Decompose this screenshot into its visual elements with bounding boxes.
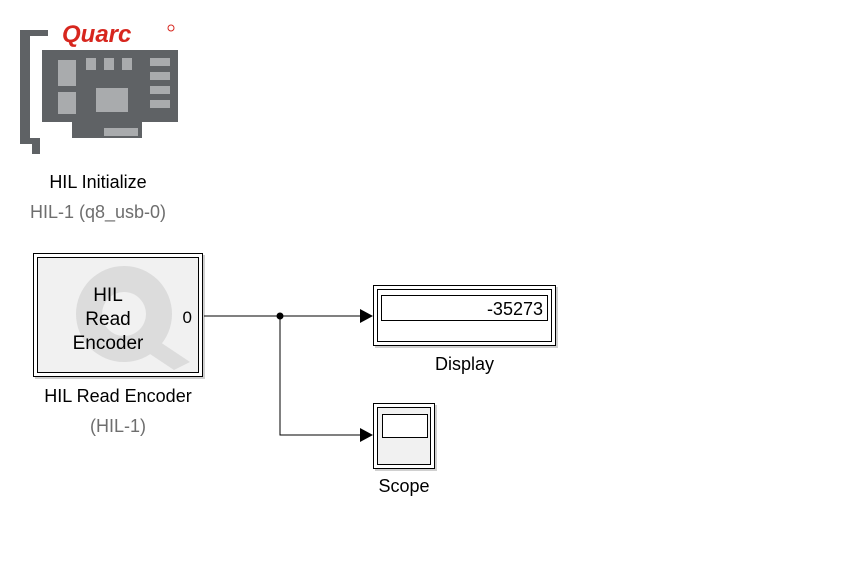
hil-initialize-title: HIL Initialize — [49, 172, 147, 192]
card-bracket-icon — [20, 30, 48, 154]
hil-initialize-block[interactable]: Quarc — [18, 14, 178, 158]
card-contacts-icon — [104, 128, 138, 136]
hil-read-encoder-board: (HIL-1) — [89, 416, 146, 436]
display-title: Display — [434, 354, 495, 374]
signal-line-branch — [279, 316, 362, 436]
output-port-label: 0 — [182, 308, 192, 327]
display-block[interactable]: -35273 — [373, 285, 556, 346]
display-value: -35273 — [381, 295, 548, 321]
quarc-logo: Quarc — [62, 21, 131, 48]
read-block-line-2: Read — [85, 309, 131, 330]
scope-screen-icon — [382, 414, 428, 438]
read-block-line-1: HIL — [93, 285, 123, 306]
hil-read-encoder-title: HIL Read Encoder — [44, 386, 192, 406]
scope-block[interactable] — [373, 403, 435, 469]
read-block-line-3: Encoder — [72, 333, 144, 354]
scope-input-arrow-icon — [360, 428, 373, 442]
scope-title: Scope — [378, 476, 430, 496]
display-input-arrow-icon — [360, 309, 373, 323]
hil-read-encoder-face: HIL Read Encoder 0 — [37, 257, 199, 373]
quanser-q-watermark-icon — [76, 266, 190, 370]
hil-initialize-board: HIL-1 (q8_usb-0) — [29, 202, 167, 222]
hil-read-encoder-block[interactable]: HIL Read Encoder 0 — [33, 253, 203, 377]
